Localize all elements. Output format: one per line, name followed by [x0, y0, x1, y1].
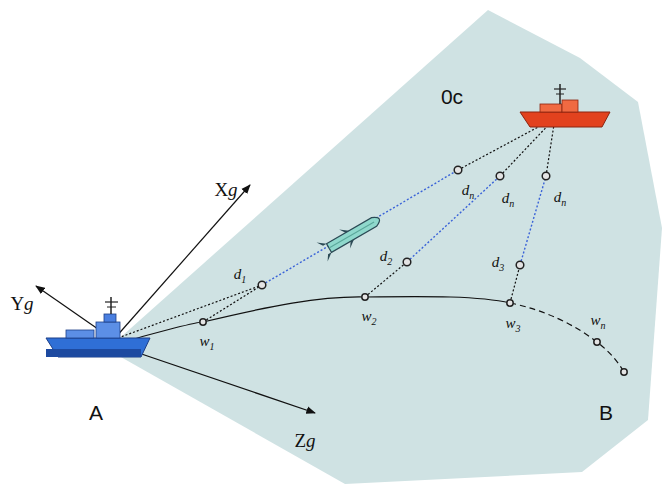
point-label: dn [502, 191, 515, 206]
missile-paths [262, 170, 546, 285]
symbol-subscript: n [561, 197, 566, 208]
symbol-letter: w [505, 315, 515, 331]
point-label: d3 [492, 255, 505, 270]
point-name: A [89, 402, 103, 423]
symbol-subscript: 3 [499, 262, 504, 273]
symbol-subscript: 1 [241, 274, 246, 285]
symbol-letter: d [502, 190, 510, 206]
point-label: d2 [380, 249, 393, 264]
axis-label: Xg [214, 180, 237, 199]
point-label: w2 [361, 309, 376, 324]
axis-label: Zg [294, 431, 315, 450]
point-label: d1 [234, 267, 247, 282]
waypoints [200, 166, 627, 375]
symbol-letter: d [492, 254, 500, 270]
point-label: w1 [199, 334, 214, 349]
symbol-subscript: 2 [372, 316, 377, 327]
point-name: B [599, 402, 613, 423]
symbol-letter: d [380, 248, 388, 264]
ship-0c [520, 84, 610, 127]
point-label: dn [462, 183, 475, 198]
axis-label: Yg [10, 294, 33, 313]
point-label: wn [590, 313, 605, 328]
symbol-letter: w [590, 312, 600, 328]
axis-letter: Z [294, 430, 306, 451]
symbol-subscript: n [509, 198, 514, 209]
point-label: w3 [505, 316, 520, 331]
symbol-letter: w [199, 333, 209, 349]
symbol-subscript: 3 [516, 323, 521, 334]
guide-lines [118, 118, 555, 338]
axis-letter: X [214, 179, 228, 200]
symbol-letter: d [554, 189, 562, 205]
symbol-subscript: n [601, 320, 606, 331]
axis-suffix: g [306, 430, 316, 451]
symbol-letter: d [462, 182, 470, 198]
axis-suffix: g [228, 179, 238, 200]
symbol-subscript: 2 [387, 256, 392, 267]
z-axis [118, 346, 315, 413]
axis-suffix: g [24, 293, 34, 314]
trajectory-dashed [510, 303, 624, 372]
missile [317, 209, 385, 261]
coverage-region [112, 10, 662, 484]
point-name: 0c [441, 86, 463, 107]
x-axis [115, 185, 250, 338]
symbol-letter: d [234, 266, 242, 282]
symbol-subscript: 1 [210, 341, 215, 352]
ship-a [46, 297, 150, 357]
symbol-subscript: n [469, 190, 474, 201]
trajectory-solid [112, 297, 510, 346]
symbol-letter: w [361, 308, 371, 324]
point-label: dn [554, 190, 567, 205]
axis-letter: Y [10, 293, 24, 314]
